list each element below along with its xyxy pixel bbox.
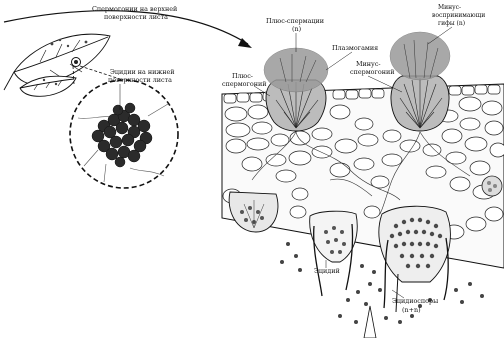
spore-spike (364, 306, 376, 338)
label-minus-spermogonium-2: спермогоний (350, 68, 395, 76)
label-aeciospores-2: (n+n) (402, 306, 421, 314)
label-plus-spermogonium-2: спермогоний (222, 80, 267, 88)
label-plus-spermatia-2: (n) (292, 25, 301, 33)
plus-spermogonium (264, 48, 328, 131)
aecidium-center (310, 211, 358, 296)
label-aecidium: Эцидий (314, 267, 340, 275)
label-aecidia-2: поверхности листа (108, 76, 172, 84)
label-minus-hyphae-3: гифы (n) (438, 20, 465, 27)
label-minus-hyphae-2: воспринимающи (432, 12, 485, 19)
aecidium-left (229, 192, 278, 232)
vein-bundle (482, 176, 502, 196)
leaf-cross-section (222, 32, 504, 338)
leaf-illustration (4, 34, 110, 96)
label-spermogonia-2: поверхности листа (104, 13, 168, 21)
label-aecidia-1: Эцидии на нижней (110, 68, 175, 76)
label-aeciospores-1: Эцидиоспоры (392, 297, 438, 305)
minus-spermogonium (390, 32, 450, 131)
label-minus-spermogonium-1: Минус- (356, 60, 381, 68)
label-minus-hyphae-1: Минус- (438, 4, 461, 11)
label-spermogonia-1: Спермогонии на верхней (92, 5, 177, 13)
label-plus-spermogonium-1: Плюс- (232, 72, 253, 80)
label-plus-spermatia-1: Плюс-спермации (266, 17, 324, 25)
label-plasmogamy: Плазмогамия (332, 44, 378, 52)
